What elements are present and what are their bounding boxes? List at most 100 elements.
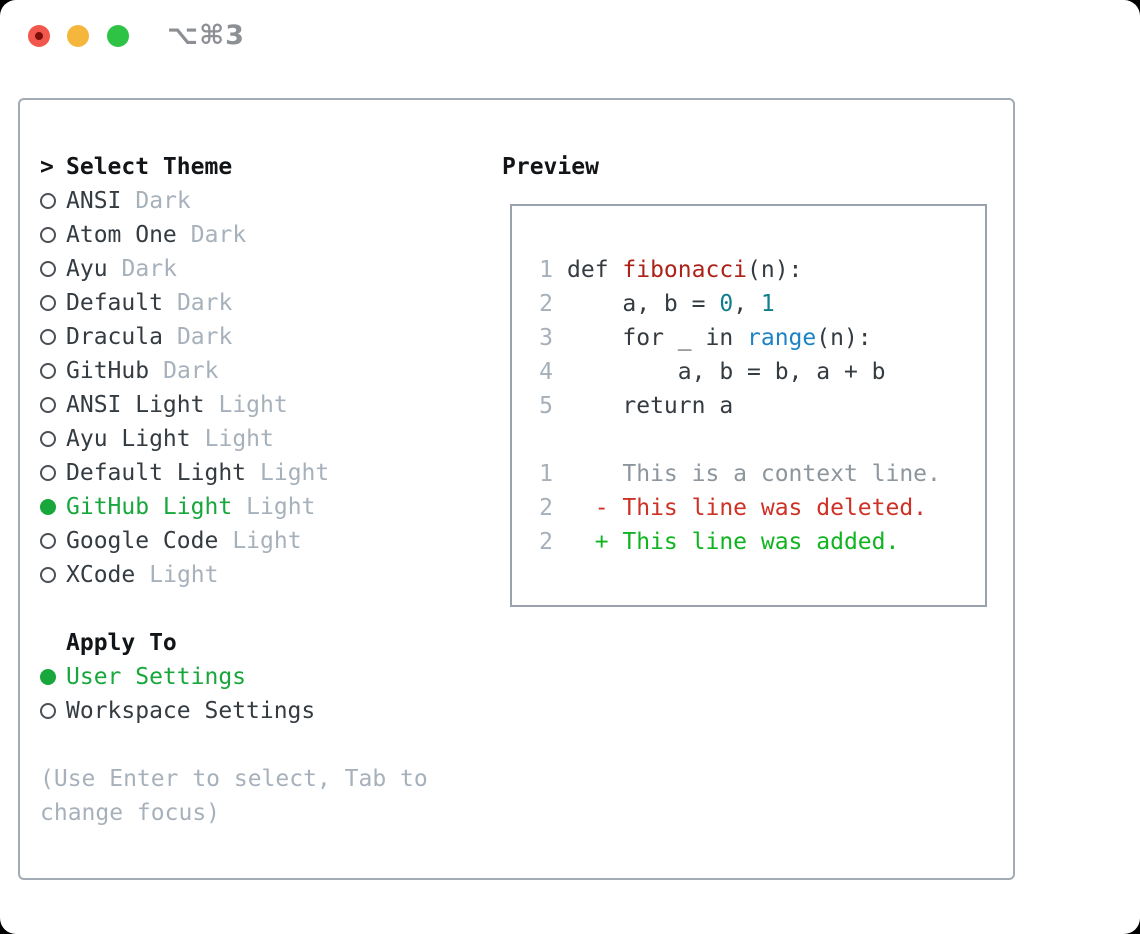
code-segment: 1 bbox=[760, 291, 775, 317]
code-line: 4 a, b = b, a + b bbox=[539, 355, 985, 389]
code-line: 1 def fibonacci(n): bbox=[539, 253, 985, 287]
code-segment: return a bbox=[567, 393, 734, 419]
minimize-button[interactable] bbox=[67, 25, 89, 47]
theme-variant-tag: Light bbox=[204, 426, 274, 452]
theme-option[interactable]: GitHub Light Light bbox=[40, 490, 428, 524]
theme-option[interactable]: GitHub Dark bbox=[40, 354, 428, 388]
radio-icon bbox=[40, 295, 56, 311]
code-segment: range bbox=[747, 325, 817, 351]
code-segment: for _ in bbox=[567, 325, 748, 351]
theme-variant-tag: Dark bbox=[176, 290, 233, 316]
radio-icon bbox=[40, 567, 56, 583]
theme-option[interactable]: Ayu Light Light bbox=[40, 422, 428, 456]
line-number: 2 bbox=[539, 529, 553, 555]
theme-variant-tag: Dark bbox=[163, 358, 219, 384]
theme-name: Default Light bbox=[66, 460, 247, 486]
line-number: 4 bbox=[539, 359, 553, 385]
title-bar: ⌥⌘3 bbox=[0, 0, 1140, 70]
theme-option[interactable]: Default Light Light bbox=[40, 456, 428, 490]
theme-variant-tag: Light bbox=[246, 494, 316, 520]
bullet-slot bbox=[40, 193, 66, 209]
code-segment: (n): bbox=[816, 325, 872, 351]
theme-name: Atom One bbox=[66, 222, 177, 248]
hint-text-line-1: (Use Enter to select, Tab to bbox=[40, 766, 428, 792]
diff-line: 2 - This line was deleted. bbox=[539, 491, 985, 525]
line-number: 3 bbox=[539, 325, 553, 351]
theme-list: > Select Theme ANSI Dark Atom One Dark A… bbox=[40, 150, 428, 830]
bullet-slot bbox=[40, 703, 66, 719]
theme-option[interactable]: XCode Light bbox=[40, 558, 428, 592]
radio-icon bbox=[40, 261, 56, 277]
code-segment: (n): bbox=[747, 257, 803, 283]
apply-to-option[interactable]: User Settings bbox=[40, 660, 428, 694]
window-title: ⌥⌘3 bbox=[167, 20, 245, 51]
theme-option[interactable]: Google Code Light bbox=[40, 524, 428, 558]
theme-name: Default bbox=[66, 290, 163, 316]
theme-option[interactable]: Atom One Dark bbox=[40, 218, 428, 252]
zoom-button[interactable] bbox=[107, 25, 129, 47]
bullet-slot bbox=[40, 261, 66, 277]
apply-to-option[interactable]: Workspace Settings bbox=[40, 694, 428, 728]
code-segment: 0 bbox=[719, 291, 734, 317]
radio-icon bbox=[40, 329, 56, 345]
radio-icon bbox=[40, 533, 56, 549]
diff-line: 1 This is a context line. bbox=[539, 457, 985, 491]
theme-variant-tag: Dark bbox=[121, 256, 177, 282]
theme-name: Dracula bbox=[66, 324, 163, 350]
bullet-slot bbox=[40, 295, 66, 311]
theme-option[interactable]: Ayu Dark bbox=[40, 252, 428, 286]
theme-options: ANSI Dark Atom One Dark Ayu Dark Default… bbox=[40, 184, 428, 592]
code-text: def fibonacci(n): bbox=[567, 253, 802, 287]
preview-box: 1 def fibonacci(n): 2 a, b = 0, 1 3 for … bbox=[510, 204, 987, 607]
select-theme-header: > Select Theme bbox=[40, 150, 428, 184]
bullet-slot bbox=[40, 227, 66, 243]
close-button[interactable] bbox=[28, 25, 50, 47]
theme-option[interactable]: Default Dark bbox=[40, 286, 428, 320]
diff-preview: 1 This is a context line. 2 - This line … bbox=[539, 457, 985, 559]
radio-icon bbox=[40, 703, 56, 719]
code-line: 2 a, b = 0, 1 bbox=[539, 287, 985, 321]
line-number: 1 bbox=[539, 461, 553, 487]
bullet-slot bbox=[40, 465, 66, 481]
theme-option[interactable]: ANSI Light Light bbox=[40, 388, 428, 422]
code-line: 3 for _ in range(n): bbox=[539, 321, 985, 355]
line-number: 5 bbox=[539, 393, 553, 419]
code-segment: a, b = bbox=[567, 291, 720, 317]
radio-icon bbox=[40, 227, 56, 243]
radio-icon bbox=[40, 465, 56, 481]
code-text: for _ in range(n): bbox=[567, 321, 872, 355]
bullet-slot bbox=[40, 567, 66, 583]
diff-text: + This line was added. bbox=[567, 529, 900, 555]
bullet-slot bbox=[40, 397, 66, 413]
radio-icon bbox=[40, 363, 56, 379]
theme-picker-panel: > Select Theme ANSI Dark Atom One Dark A… bbox=[18, 98, 1015, 880]
theme-option[interactable]: Dracula Dark bbox=[40, 320, 428, 354]
code-segment: a, b = b, a + b bbox=[567, 359, 886, 385]
select-theme-title: Select Theme bbox=[66, 154, 233, 180]
theme-variant-tag: Dark bbox=[190, 222, 247, 248]
hint-text-line-2: change focus) bbox=[40, 800, 221, 826]
code-text: a, b = 0, 1 bbox=[567, 287, 775, 321]
diff-text: This is a context line. bbox=[567, 461, 941, 487]
line-number: 1 bbox=[539, 257, 553, 283]
apply-to-title: Apply To bbox=[66, 630, 177, 656]
theme-name: Google Code bbox=[66, 528, 219, 554]
bullet-slot bbox=[40, 363, 66, 379]
theme-name: GitHub bbox=[66, 358, 150, 384]
radio-icon bbox=[40, 669, 56, 685]
theme-variant-tag: Dark bbox=[135, 188, 191, 214]
radio-icon bbox=[40, 431, 56, 447]
theme-variant-tag: Light bbox=[260, 460, 330, 486]
apply-to-header: Apply To bbox=[40, 626, 428, 660]
diff-line: 2 + This line was added. bbox=[539, 525, 985, 559]
theme-option[interactable]: ANSI Dark bbox=[40, 184, 428, 218]
bullet-slot bbox=[40, 669, 66, 685]
apply-to-label: Workspace Settings bbox=[66, 698, 316, 724]
theme-name: Ayu bbox=[66, 256, 108, 282]
bullet-slot bbox=[40, 499, 66, 515]
apply-to-label: User Settings bbox=[66, 664, 247, 690]
theme-variant-tag: Light bbox=[149, 562, 219, 588]
diff-text: - This line was deleted. bbox=[567, 495, 928, 521]
radio-icon bbox=[40, 499, 56, 515]
